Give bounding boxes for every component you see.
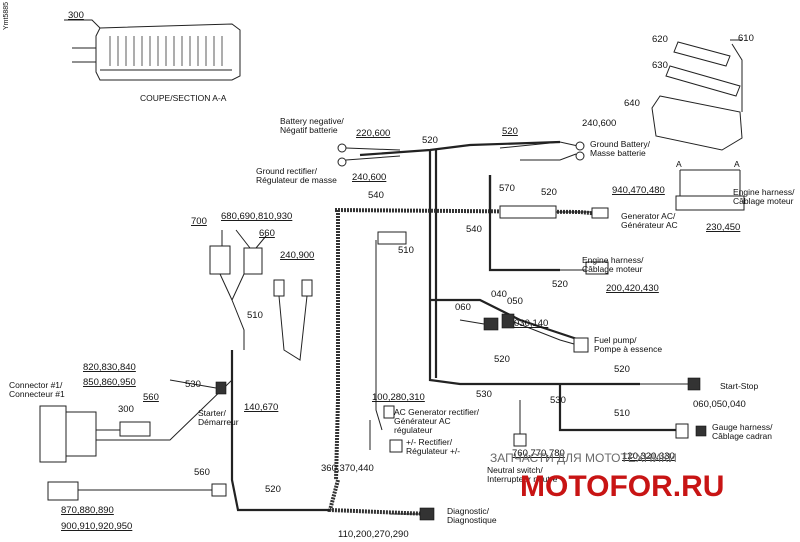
callout-510-gauge: 510	[614, 408, 630, 419]
callout-850-860-950: 850,860,950	[83, 377, 136, 388]
engine-harness-mid-connector	[560, 261, 609, 275]
relay-connectors	[209, 229, 313, 361]
callout-520-fuel: 520	[494, 354, 510, 365]
callout-520-right: 520	[502, 126, 518, 137]
callout-570: 570	[499, 183, 515, 194]
callout-560-bot: 560	[194, 467, 210, 478]
callout-520-ss: 520	[614, 364, 630, 375]
label-ground-rectifier: Ground rectifier/Régulateur de masse	[256, 166, 337, 185]
callout-870-880-890: 870,880,890	[61, 505, 114, 516]
callout-820-830-840: 820,830,840	[83, 362, 136, 373]
label-ground-battery: Ground Battery/Masse batterie	[590, 139, 651, 158]
neutral-switch	[513, 400, 527, 447]
callout-520-bot: 520	[265, 484, 281, 495]
callout-530-right: 530	[550, 395, 566, 406]
callout-530-mid: 530	[476, 389, 492, 400]
callout-520-mid: 520	[552, 279, 568, 290]
engine-harness-block	[675, 169, 745, 211]
label-starter: Starter/Démarreur	[198, 408, 239, 427]
generator-ac-connector	[499, 205, 609, 219]
callout-240-900: 240,900	[280, 250, 314, 261]
section-mark-a-right: A	[734, 159, 740, 169]
callout-610: 610	[738, 33, 754, 44]
label-start-stop: Start-Stop	[720, 381, 759, 391]
callout-230-450: 230,450	[706, 222, 740, 233]
callout-510-left: 510	[247, 310, 263, 321]
callout-680-690-810-930: 680,690,810,930	[221, 211, 292, 222]
fuel-pump-connectors	[459, 313, 589, 353]
callout-620: 620	[652, 34, 668, 45]
connector-1-assembly	[39, 350, 233, 501]
callout-section-300: 300	[68, 10, 84, 21]
callout-240-600-right: 240,600	[582, 118, 616, 129]
callout-940-470-480: 940,470,480	[612, 185, 665, 196]
callout-110-200-270-290: 110,200,270,290	[338, 529, 409, 540]
section-mark-a-left: A	[676, 159, 682, 169]
side-id: Ymt5885	[3, 2, 10, 30]
callout-220-600: 220,600	[356, 128, 390, 139]
label-engine-harness-mid: Engine harness/Câblage moteur	[582, 255, 644, 274]
callout-120-320-330: 120,320,330	[622, 451, 675, 462]
label-generator-ac: Generator AC/Générateur AC	[621, 211, 678, 230]
main-harness	[230, 140, 680, 516]
battery-branch	[337, 141, 585, 167]
callout-240-600-left: 240,600	[352, 172, 386, 183]
callout-900-910-920-950: 900,910,920,950	[61, 521, 132, 532]
callout-540-mid: 540	[466, 224, 482, 235]
callout-060-050-040: 060,050,040	[693, 399, 746, 410]
callout-520-top: 520	[422, 135, 438, 146]
callout-630: 630	[652, 60, 668, 71]
callout-700: 700	[191, 216, 207, 227]
label-rectifier: +/- Rectifier/Régulateur +/-	[406, 437, 460, 456]
label-engine-harness-top: Engine harness/Câblage moteur	[733, 187, 795, 206]
watermark-text: ЗАПЧАСТИ ДЛЯ МОТОТЕХНИКИ	[490, 451, 677, 465]
callout-560-top: 560	[143, 392, 159, 403]
label-battery-negative: Battery negative/Négatif batterie	[280, 116, 344, 135]
callout-030-140: 030,140	[514, 318, 548, 329]
callout-520-gen: 520	[541, 187, 557, 198]
section-caption: COUPE/SECTION A-A	[140, 93, 227, 103]
watermark-logo: MOTOFOR.RU	[520, 470, 724, 503]
label-fuel-pump: Fuel pump/Pompe à essence	[594, 335, 662, 354]
label-neutral-switch: Neutral switch/Interrupteur neutre	[487, 465, 558, 484]
ignition-switch-drawing	[651, 39, 743, 151]
callout-200-420-430: 200,420,430	[606, 283, 659, 294]
callout-300: 300	[118, 404, 134, 415]
callout-140-670: 140,670	[244, 402, 278, 413]
diagnostic-connector	[390, 507, 435, 521]
label-gauge-harness: Gauge harness/Câblage cadran	[712, 422, 773, 441]
section-aa-drawing	[64, 19, 241, 81]
label-connector-1: Connector #1/Connecteur #1	[9, 380, 65, 399]
callout-540: 540	[368, 190, 384, 201]
callout-060: 060	[455, 302, 471, 313]
callout-640: 640	[624, 98, 640, 109]
rectifier-connectors	[369, 231, 407, 453]
start-stop-connector	[596, 377, 701, 391]
callout-530-left: 530	[185, 379, 201, 390]
label-diagnostic: Diagnostic/Diagnostique	[447, 506, 497, 525]
callout-050: 050	[507, 296, 523, 307]
callout-360-370-440: 360,370,440	[321, 463, 374, 474]
callout-760-770-780: 760,770,780	[512, 448, 565, 459]
gauge-harness-connector	[675, 423, 707, 439]
callout-040: 040	[491, 289, 507, 300]
callout-100-280-310: 100,280,310	[372, 392, 425, 403]
callout-660: 660	[259, 228, 275, 239]
callout-510-top: 510	[398, 245, 414, 256]
